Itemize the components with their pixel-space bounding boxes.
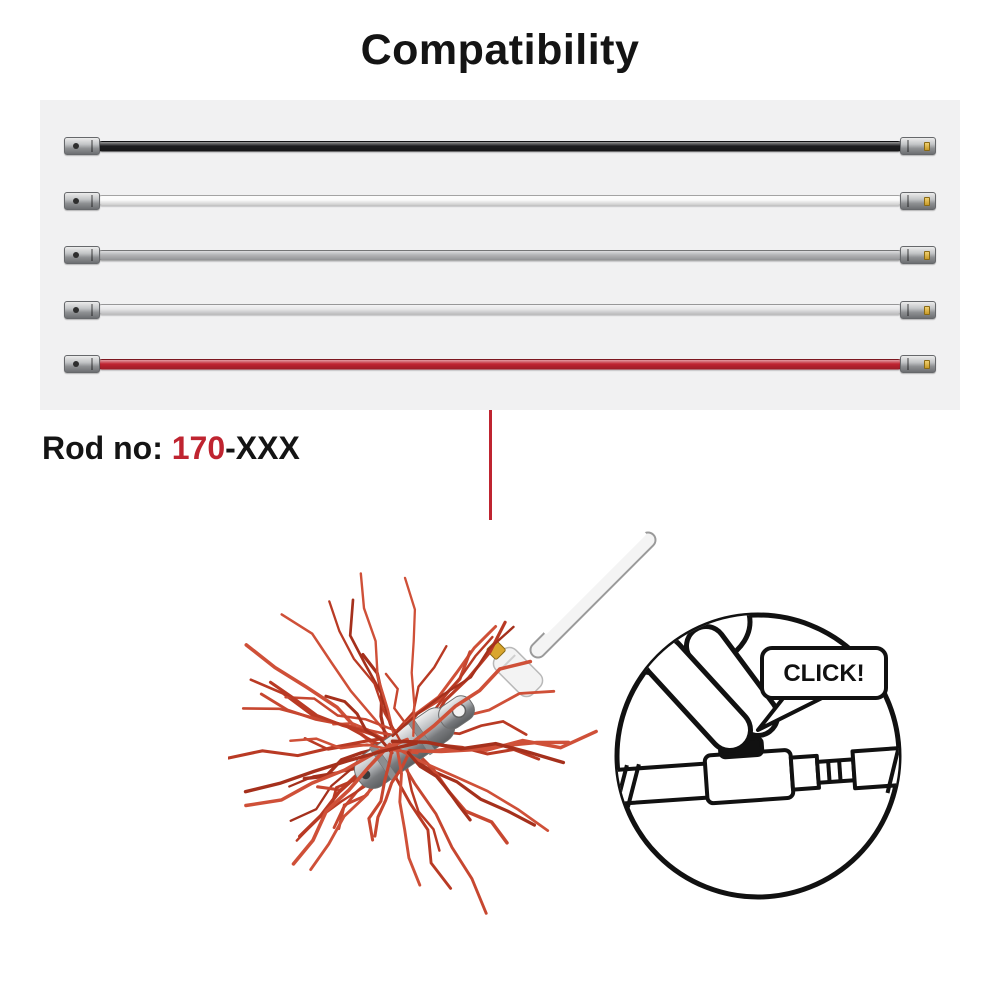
connector-ridge [907,303,909,316]
bristle-strand [373,748,412,838]
bristle-strand [403,576,417,738]
bristle-strand [394,750,488,915]
rod-connector-left [64,355,100,373]
connector-hole [73,361,79,367]
click-inset-illustration: CLICK! [614,612,902,900]
connector-gold-pin [924,196,930,206]
bristle-strand [367,741,395,842]
bristle-strand [328,600,402,742]
connector-ridge [91,140,93,152]
bristle-strand [243,741,418,794]
bristle-strand [388,743,550,832]
rod-row-red [64,354,936,374]
connector-hole [73,143,79,149]
rod-bar-light-grey [97,304,903,315]
pointer-line [489,410,492,522]
connector-gold-pin [924,142,930,151]
connector-ridge [91,194,93,207]
connector-ridge [907,249,909,261]
brush-product-image [227,520,660,956]
rod-connector-left [64,246,100,264]
rod-click-connector [486,640,544,698]
rod-compatibility-panel [40,100,960,410]
bristle-strand [406,751,472,822]
connector-ridge [91,303,93,316]
bristle-strand [227,734,402,760]
rod-connector-right [900,300,936,319]
rod-bar-red [97,358,903,370]
rod-number-label: Rod no: 170-XXX [42,430,300,467]
connector-ridge [907,358,909,370]
rod-label-prefix: Rod no: [42,430,172,466]
page-title: Compatibility [360,26,640,74]
rod-bar-white [97,195,903,206]
connector-ridge [91,358,93,370]
bristle-strand [395,743,422,887]
rod-bar-black [97,140,903,152]
connector-ridge [91,249,93,261]
bristle-strand [359,572,397,745]
rod-label-suffix: -XXX [225,430,300,466]
rod-list [64,136,936,374]
rod-connector-left [64,191,100,210]
rod-row-light-grey [64,300,936,320]
connector-ridge [907,140,909,152]
connector-ridge [907,194,909,207]
connector-gold-pin [924,305,930,315]
bristle-strand [407,740,571,754]
connector-hole [73,252,79,258]
bristle-strand [402,751,536,827]
bristle-strand [324,694,394,755]
rod-connector-right [900,246,936,264]
click-instruction-inset: CLICK! [610,608,906,904]
rod-connector-right [900,355,936,373]
rod-connector-right [900,191,936,210]
rod-label-number: 170 [171,430,226,466]
bristle-strand [284,695,419,740]
bristle-strand [280,613,397,745]
rod-row-black [64,136,936,156]
click-text: CLICK! [783,660,864,687]
white-extension-rod [529,531,657,659]
rod-row-grey [64,245,936,265]
connector-gold-pin [924,360,930,369]
connector-gold-pin [924,251,930,260]
rod-connector-right [900,137,936,155]
brush-bristles-front [243,576,571,887]
bristle-strand [409,659,533,746]
connector-hole [73,197,79,204]
click-speech-bubble: CLICK! [756,646,888,732]
bristle-strand [390,739,566,765]
rod-bar-grey [97,249,903,261]
bristle-strand [291,742,392,866]
rod-connector-left [64,137,100,155]
rod-row-white [64,191,936,211]
brush-illustration [227,531,657,915]
connector-hole [73,306,79,313]
rod-connector-left [64,300,100,319]
